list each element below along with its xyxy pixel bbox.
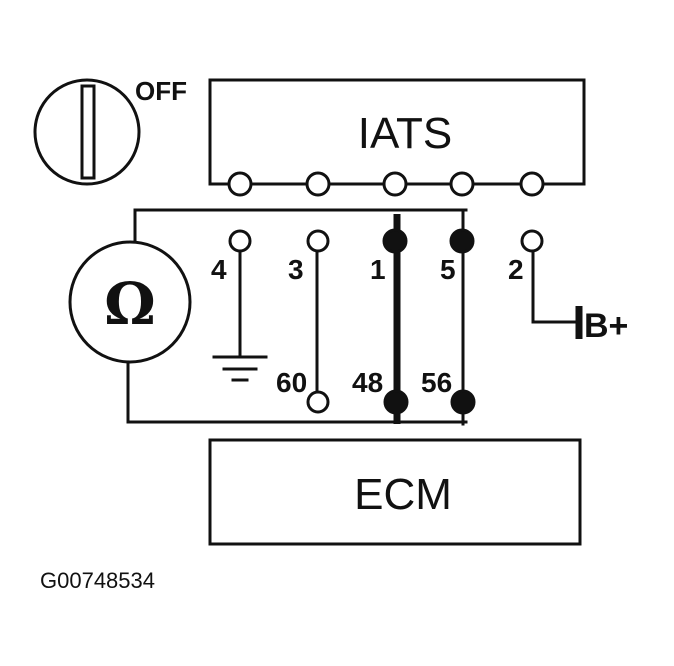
ecm-module: ECM: [208, 438, 582, 546]
wire-pin2-bplus: [531, 250, 580, 324]
meter-wiring: [126, 208, 468, 424]
bplus-label: B+: [584, 307, 628, 345]
pin-1-label: 1: [370, 254, 386, 285]
ground-wiring: [212, 250, 268, 382]
pin-2-label: 2: [508, 254, 524, 285]
pin-48-terminal: [383, 389, 409, 415]
iats-terminal-1: [227, 171, 253, 197]
ignition-switch: [33, 78, 141, 186]
pin-48-label: 48: [352, 367, 383, 398]
pin-3-label: 3: [288, 254, 304, 285]
pin-5-label: 5: [440, 254, 456, 285]
ecm-label: ECM: [354, 470, 452, 519]
ohmmeter-symbol: Ω: [104, 270, 156, 338]
wire-meter-bottom: [126, 360, 468, 424]
iats-terminal-2: [305, 171, 331, 197]
pin-4-label: 4: [211, 254, 227, 285]
iats-sensor: IATS: [208, 78, 586, 197]
pin-2-terminal: [520, 229, 544, 253]
pin-56-label: 56: [421, 367, 452, 398]
ecm-box: [208, 438, 582, 546]
pin-1-terminal: [382, 228, 408, 254]
pin-5-terminal: [449, 228, 475, 254]
pin-60-terminal: [306, 390, 330, 414]
ohmmeter: Ω: [68, 240, 192, 364]
iats-label: IATS: [358, 109, 453, 158]
ignition-key-slot: [80, 84, 96, 180]
ohmmeter-body: [68, 240, 192, 364]
figure-code: G00748534: [40, 568, 155, 593]
pin-4-terminal: [228, 229, 252, 253]
iats-terminal-3: [382, 171, 408, 197]
pin-56-terminal: [450, 389, 476, 415]
pin-3-terminal: [306, 229, 330, 253]
bplus-wiring: [531, 250, 583, 339]
iats-terminal-4: [449, 171, 475, 197]
iats-box: [208, 78, 586, 186]
iats-terminal-5: [519, 171, 545, 197]
wire-meter-top: [133, 208, 468, 243]
pin-60-label: 60: [276, 367, 307, 398]
switch-off-label: OFF: [135, 76, 187, 106]
